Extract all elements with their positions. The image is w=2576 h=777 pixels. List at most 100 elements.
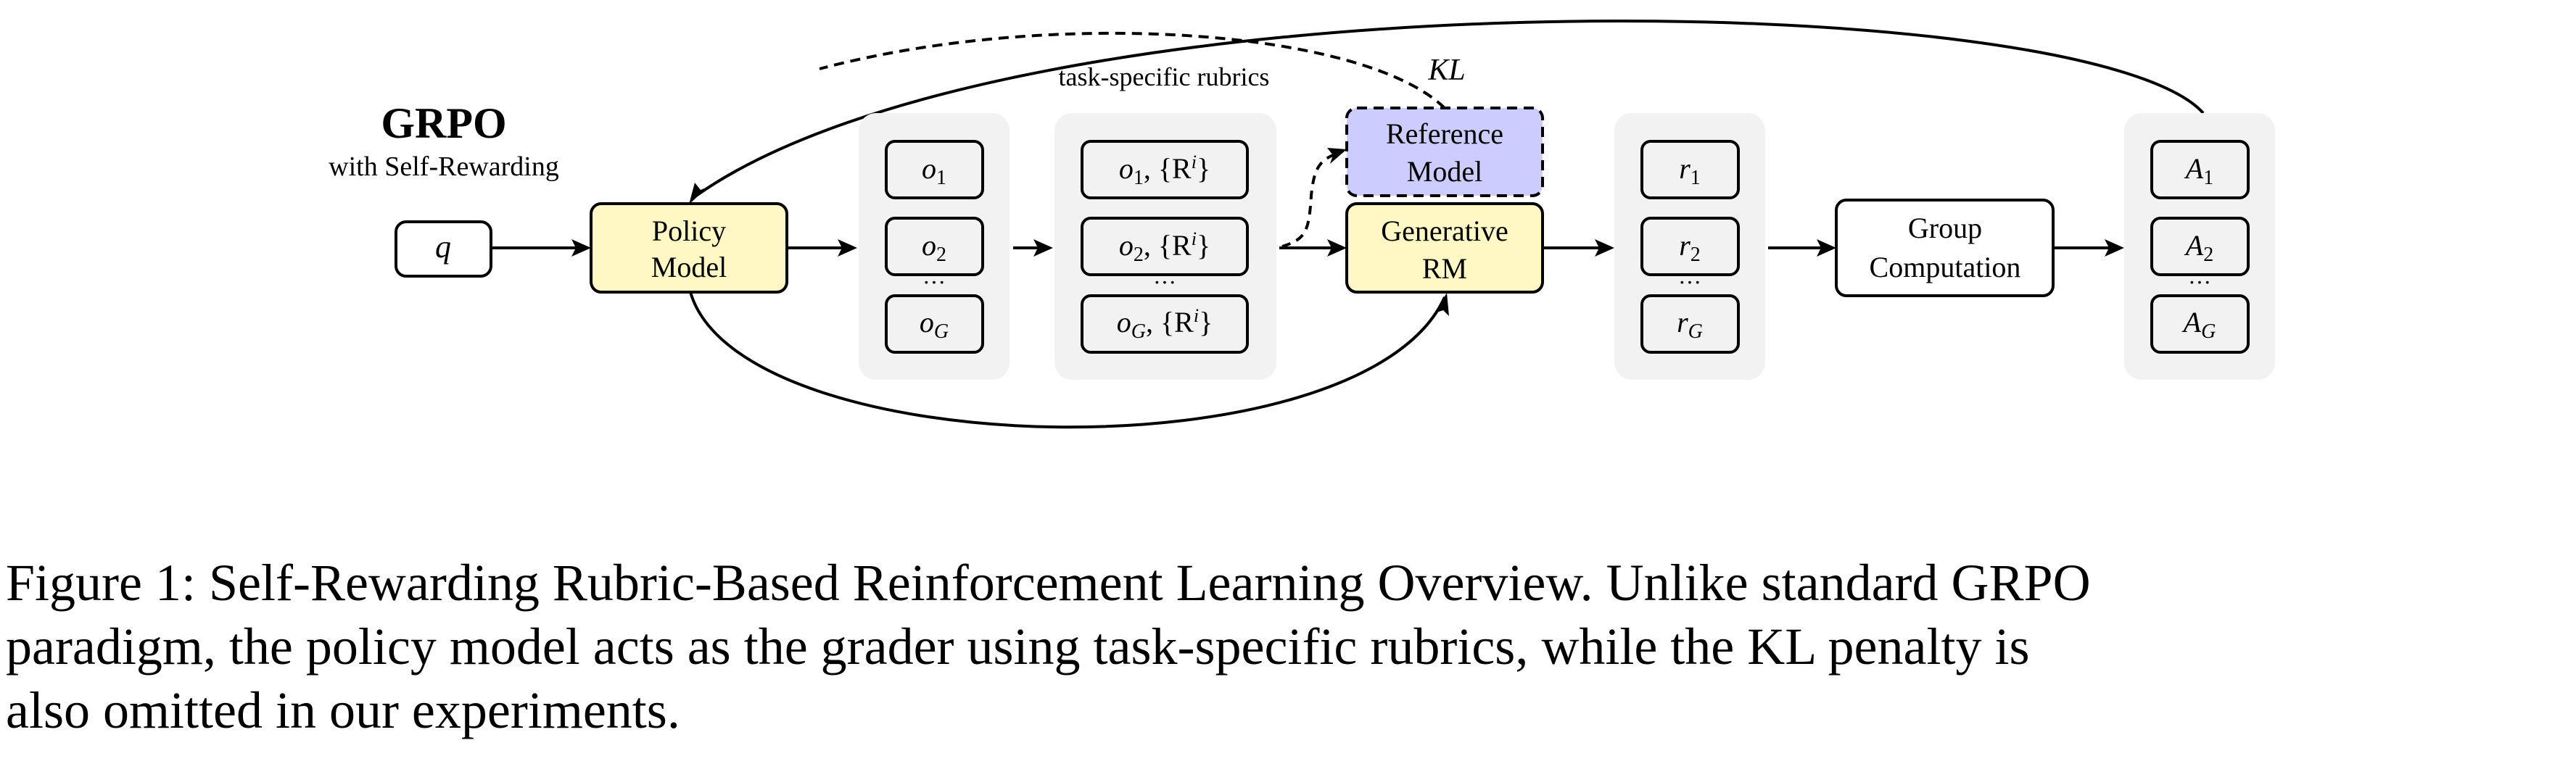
svg-text:o1: o1 [922,152,946,189]
arrow-policy-to-outputs [787,239,857,257]
rubric-close: } [1197,152,1210,185]
advantage-feedback-curve [695,20,2205,197]
reward-item: r2 [1640,217,1740,276]
arrow-rubrics-to-rm [1279,239,1347,257]
rubric-set: , {R [1144,229,1192,262]
policy-model-node: Policy Model [590,202,788,294]
generative-rm-node: Generative RM [1345,202,1544,294]
caption-line: paradigm, the policy model acts as the g… [6,618,2030,676]
advantage-sub: 1 [2203,167,2213,189]
rubric-sup: i [1192,151,1197,173]
generative-rm-line1: Generative [1381,215,1508,247]
advantages-panel: A1 A2 ··· AG [2124,113,2275,380]
arrow-rm-to-rewards [1543,239,1614,257]
svg-text:A2: A2 [2184,229,2213,266]
svg-text:oG: oG [920,306,949,343]
kl-label: KL [1427,54,1465,87]
rubric-close: } [1199,306,1213,338]
caption-line: also omitted in our experiments. [6,681,680,739]
arrow-rewards-to-group [1768,239,1836,257]
reward-sub: 1 [1690,167,1701,189]
reward-sub: G [1688,320,1703,343]
reward-base: r [1677,306,1688,338]
rubric-sub: 1 [1134,167,1144,189]
output-base: o [922,229,936,262]
svg-text:r2: r2 [1679,229,1701,266]
generative-rm-line2: RM [1422,252,1467,285]
rubric-sup: i [1192,228,1197,249]
rubric-base: o [1117,306,1131,338]
rubric-sub: 2 [1134,244,1144,266]
advantage-item: A2 [2150,217,2250,276]
group-computation-line2: Computation [1870,251,2021,283]
rubric-close: } [1197,229,1210,262]
svg-text:o1, {Ri}: o1, {Ri} [1119,151,1210,189]
rubric-set: , {R [1144,152,1192,185]
svg-text:AG: AG [2181,306,2216,343]
output-item: oG [885,294,984,354]
output-base: o [922,152,936,185]
svg-text:rG: rG [1677,306,1703,343]
svg-text:oG, {Ri}: oG, {Ri} [1117,305,1213,343]
svg-text:A1: A1 [2184,152,2213,189]
output-item: o1 [885,140,984,199]
reference-arrowhead [1327,148,1347,164]
advantage-item: AG [2150,294,2250,354]
arrow-query-to-policy [491,239,591,257]
rm-arrowhead [1434,293,1449,316]
reward-item: rG [1640,294,1740,354]
query-node: q [395,220,492,278]
diagram-subtitle: with Self-Rewarding [329,151,559,182]
dashed-to-reference [1281,151,1341,248]
output-base: o [920,306,934,338]
grpo-diagram: GRPO with Self-Rewarding KL task-specifi… [329,20,2275,429]
reward-item: r1 [1640,140,1740,199]
query-label: q [435,229,451,265]
reference-model-line1: Reference [1386,117,1503,150]
diagram-title: GRPO [381,99,506,147]
caption-line: Figure 1: Self-Rewarding Rubric-Based Re… [6,554,2091,612]
group-computation-line1: Group [1908,212,1982,244]
reward-base: r [1679,152,1690,185]
rubric-sup: i [1194,305,1199,326]
kl-dashed-curve [819,31,1446,109]
svg-text:r1: r1 [1679,152,1701,189]
output-sub: G [934,320,949,343]
rewards-ellipsis: ··· [1678,269,1701,295]
output-sub: 2 [936,244,946,266]
svg-text:o2, {Ri}: o2, {Ri} [1119,228,1210,266]
advantage-base: A [2181,306,2202,338]
figure-caption: Figure 1: Self-Rewarding Rubric-Based Re… [6,551,2573,742]
policy-to-rm-curve [689,291,1446,429]
rubric-base: o [1119,152,1134,185]
arrow-outputs-to-rubrics [1013,239,1053,257]
reference-model-node: Reference Model [1345,107,1544,197]
advantage-base: A [2184,229,2204,262]
group-computation-node: Group Computation [1835,199,2055,297]
outputs-panel: o1 o2 ··· oG [859,113,1010,380]
advantages-ellipsis: ··· [2188,269,2211,295]
advantage-sub: G [2201,320,2216,343]
rubric-set: , {R [1146,306,1194,338]
output-item: o2 [885,217,984,276]
outputs-ellipsis: ··· [922,269,946,295]
advantage-item: A1 [2150,140,2250,199]
reward-base: r [1679,229,1690,262]
reference-model-line2: Model [1407,155,1482,188]
policy-model-line1: Policy [652,215,726,247]
output-sub: 1 [936,167,946,189]
advantage-base: A [2184,152,2204,185]
rubric-base: o [1119,229,1134,262]
rubric-output-item: o2, {Ri} [1081,217,1249,276]
advantage-sub: 2 [2203,244,2213,266]
rubrics-label: task-specific rubrics [1059,62,1270,91]
svg-text:o2: o2 [922,229,946,266]
rubric-output-item: oG, {Ri} [1081,294,1249,354]
policy-feedback-arrowhead [689,183,708,204]
rubric-output-item: o1, {Ri} [1081,140,1249,199]
rubric-outputs-panel: o1, {Ri} o2, {Ri} ··· oG, {Ri} [1054,113,1276,380]
arrow-group-to-advantages [2053,239,2124,257]
rewards-panel: r1 r2 ··· rG [1614,113,1765,380]
rubrics-ellipsis: ··· [1153,269,1176,295]
reward-sub: 2 [1690,244,1701,266]
